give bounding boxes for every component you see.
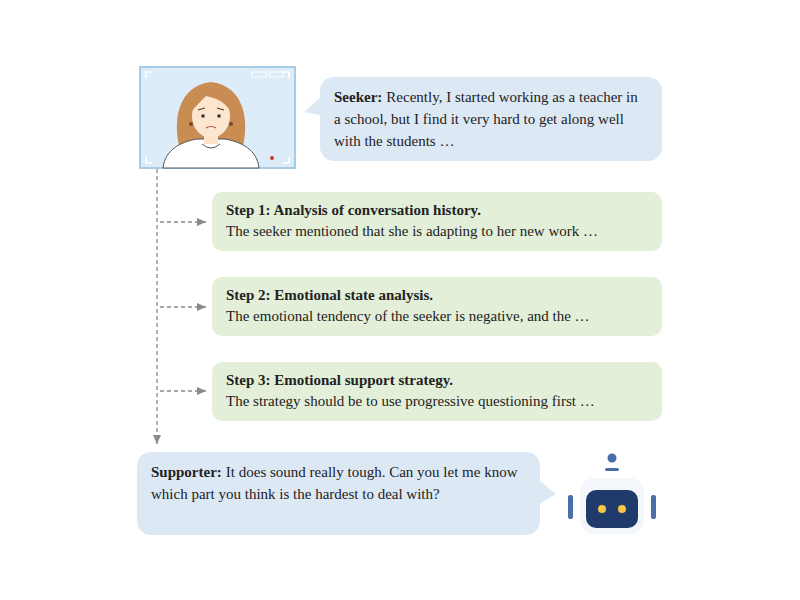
status-icon	[269, 72, 283, 77]
dashed-branch	[160, 221, 206, 222]
status-icon	[252, 72, 266, 77]
box-heading: Seeker:	[334, 89, 382, 105]
earring	[189, 122, 193, 126]
box-heading: Supporter:	[151, 464, 222, 480]
robot-antenna	[608, 454, 617, 463]
robot-eye	[618, 505, 626, 513]
dashed-branch	[160, 390, 206, 391]
robot-eye	[598, 505, 606, 513]
box-heading: Step 1: Analysis of conversation history…	[226, 200, 650, 221]
step-box: Step 2: Emotional state analysis.The emo…	[212, 277, 662, 336]
step-box: Step 1: Analysis of conversation history…	[212, 192, 662, 251]
brow	[198, 108, 224, 110]
step-box: Step 3: Emotional support strategy.The s…	[212, 362, 662, 421]
speech-bubble: Seeker:Recently, I started working as a …	[320, 77, 662, 161]
dashed-trunk	[156, 169, 157, 444]
collar	[202, 144, 220, 148]
mouth	[206, 127, 216, 129]
eye	[201, 114, 205, 118]
record-dot	[270, 156, 274, 160]
speech-bubble: Supporter:It does sound really tough. Ca…	[137, 452, 540, 535]
robot-antenna	[605, 468, 619, 471]
box-text: The emotional tendency of the seeker is …	[226, 306, 650, 327]
robot-face	[586, 490, 638, 528]
eye	[217, 114, 221, 118]
video-frame	[140, 67, 295, 168]
dashed-branch	[160, 306, 206, 307]
robot-shell	[580, 478, 644, 534]
earring	[229, 122, 233, 126]
box-heading: Step 3: Emotional support strategy.	[226, 370, 650, 391]
box-text: The strategy should be to use progressiv…	[226, 391, 650, 412]
box-heading: Step 2: Emotional state analysis.	[226, 285, 650, 306]
box-text: The seeker mentioned that she is adaptin…	[226, 221, 650, 242]
robot-ear	[651, 495, 656, 519]
hair	[177, 82, 245, 150]
robot-ear	[568, 495, 573, 519]
bangs	[191, 88, 231, 112]
